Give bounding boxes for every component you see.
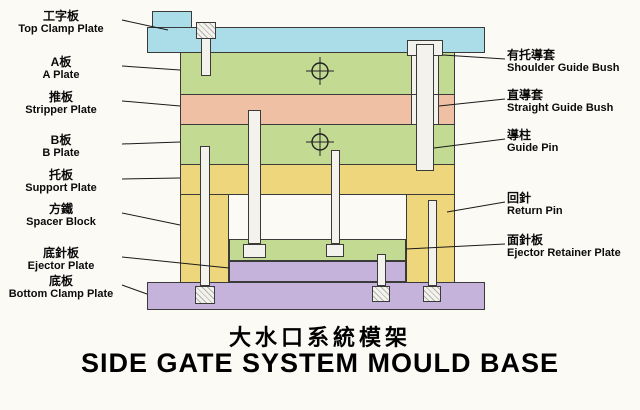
label-return-pin: 回針 Return Pin (507, 191, 639, 219)
socket-bolt-left-head (195, 286, 215, 304)
label-en: Spacer Block (26, 216, 96, 229)
label-cn: 底板 (48, 274, 73, 288)
socket-bolt-right-head (423, 286, 441, 302)
label-guide-pin: 導柱 Guide Pin (507, 128, 639, 156)
label-en: A Plate (42, 69, 80, 82)
label-cn: B板 (50, 133, 72, 147)
label-cn: 面針板 (507, 233, 544, 247)
socket-bolt-left-shaft (200, 146, 210, 286)
label-en: Shoulder Guide Bush (507, 62, 620, 75)
title-english: SIDE GATE SYSTEM MOULD BASE (80, 348, 560, 378)
top-clamp-plate-step (152, 11, 192, 28)
label-en: Return Pin (507, 205, 563, 218)
support-plate (180, 164, 455, 195)
label-a-plate: A板 A Plate (2, 55, 120, 83)
cap-screw-head-top (196, 22, 216, 39)
ejector-plate (229, 261, 406, 282)
label-en: Straight Guide Bush (507, 102, 614, 115)
label-stripper-plate: 推板 Stripper Plate (2, 90, 120, 118)
guide-pin (416, 44, 434, 171)
label-cn: 底針板 (42, 246, 79, 260)
label-cn: 導柱 (507, 128, 532, 142)
label-cn: 直導套 (507, 88, 544, 102)
label-cn: 有托導套 (507, 48, 556, 62)
label-cn: 推板 (48, 90, 73, 104)
label-spacer-block: 方鐵 Spacer Block (2, 202, 120, 230)
label-shoulder-guide-bush: 有托導套 Shoulder Guide Bush (507, 48, 639, 76)
ejector-pin-shaft (331, 150, 340, 244)
label-cn: 方鐵 (48, 202, 73, 216)
label-en: Ejector Retainer Plate (507, 247, 621, 260)
label-ejector-retainer-plate: 面針板 Ejector Retainer Plate (507, 233, 639, 261)
label-en: B Plate (42, 147, 80, 160)
ejector-retainer-plate (229, 239, 406, 261)
label-bottom-clamp-plate: 底板 Bottom Clamp Plate (2, 274, 120, 302)
label-top-clamp-plate: 工字板 Top Clamp Plate (2, 9, 120, 37)
label-cn: A板 (50, 55, 72, 69)
label-support-plate: 托板 Support Plate (2, 168, 120, 196)
label-cn: 回針 (507, 191, 532, 205)
label-b-plate: B板 B Plate (2, 133, 120, 161)
socket-bolt-mid-head (372, 286, 390, 302)
ejector-pin-head (326, 244, 344, 257)
label-ejector-plate: 底針板 Ejector Plate (2, 246, 120, 274)
socket-bolt-mid-shaft (377, 254, 386, 286)
label-en: Ejector Plate (27, 260, 95, 273)
label-en: Support Plate (25, 182, 97, 195)
label-en: Bottom Clamp Plate (8, 288, 114, 301)
return-pin-shaft (248, 110, 261, 244)
label-en: Top Clamp Plate (18, 23, 104, 36)
label-straight-guide-bush: 直導套 Straight Guide Bush (507, 88, 639, 116)
label-cn: 工字板 (42, 9, 79, 23)
b-plate (180, 124, 455, 165)
label-cn: 托板 (48, 168, 73, 182)
return-pin-head (243, 244, 266, 258)
title-chinese: 大水口系統模架 (228, 325, 411, 350)
socket-bolt-right-shaft (428, 200, 437, 286)
label-en: Guide Pin (507, 142, 559, 155)
cap-screw-shaft-top (201, 38, 211, 76)
label-en: Stripper Plate (25, 104, 97, 117)
